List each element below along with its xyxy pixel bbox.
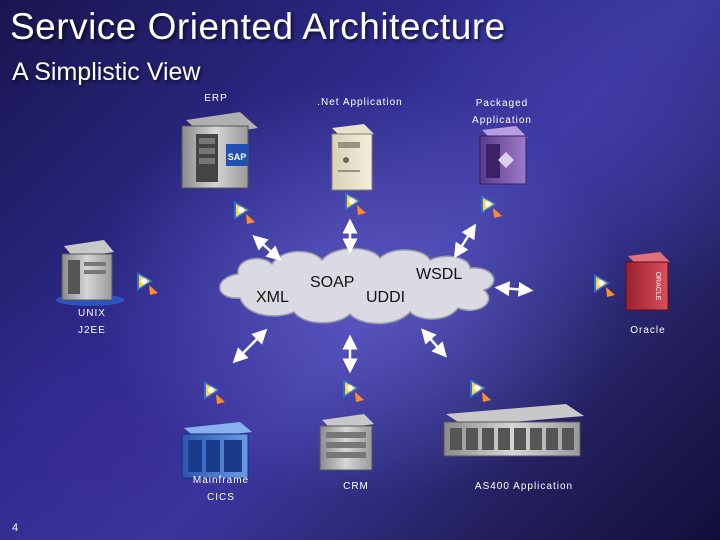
slide-subtitle: A Simplistic View	[12, 58, 201, 86]
crm-server-icon	[319, 414, 374, 471]
dotnet-server-icon	[331, 124, 374, 191]
service-icon-packaged	[481, 195, 502, 218]
packaged-server-icon	[479, 126, 528, 185]
protocol-soap: SOAP	[310, 274, 355, 291]
service-icon-as400	[470, 379, 491, 402]
service-icon-mainframe	[204, 381, 225, 404]
erp-server-icon: SAP	[181, 112, 258, 189]
mainframe-server-icon	[181, 422, 252, 479]
protocol-uddi: UDDI	[366, 289, 406, 306]
arrow-as400	[421, 328, 447, 358]
arrow-packaged	[453, 223, 477, 259]
slide-title: Service Oriented Architecture	[10, 6, 506, 47]
protocol-xml: XML	[256, 289, 289, 306]
service-icon-unix	[137, 272, 158, 295]
network-cloud	[219, 247, 495, 325]
as400-server-icon	[443, 404, 584, 457]
service-icon-crm	[343, 379, 364, 402]
label-erp: ERP	[204, 93, 228, 104]
arrow-erp	[252, 235, 282, 261]
page-number: 4	[12, 522, 19, 534]
connector-arrows	[232, 218, 534, 374]
label-oracle: Oracle	[630, 325, 666, 336]
sap-logo: SAP	[228, 152, 247, 162]
label-dotnet: .Net Application	[317, 97, 403, 108]
label-packaged: Packaged Application	[472, 98, 532, 126]
unix-server-icon	[56, 240, 124, 306]
service-icon-oracle	[594, 274, 615, 297]
arrow-mainframe	[232, 328, 268, 364]
label-mainframe: Mainframe CICS	[192, 475, 250, 503]
label-unix: UNIX J2EE	[78, 308, 106, 336]
oracle-server-icon: ORACLE	[625, 252, 670, 311]
label-crm: CRM	[343, 481, 369, 492]
oracle-logo: ORACLE	[654, 272, 661, 301]
service-icon-erp	[234, 201, 255, 224]
arrow-oracle	[494, 281, 534, 297]
label-as400: AS400 Application	[474, 481, 574, 492]
protocol-wsdl: WSDL	[416, 266, 463, 283]
service-icon-dotnet	[345, 192, 366, 215]
